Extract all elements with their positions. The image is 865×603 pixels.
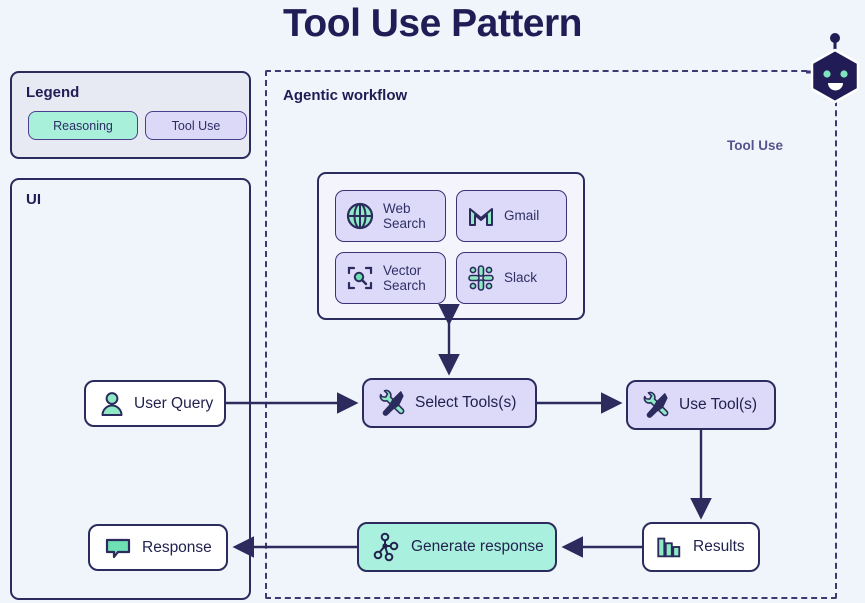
tool-label-line2: Search: [383, 278, 426, 293]
tools-panel: Web Search Gmail Vector Search: [317, 172, 585, 320]
tool-label-line1: Vector: [383, 262, 422, 278]
node-label: Results: [693, 538, 745, 555]
node-results[interactable]: Results: [642, 522, 760, 572]
tool-card-gmail[interactable]: Gmail: [456, 190, 567, 242]
user-icon: [101, 391, 123, 416]
chat-bubble-icon: [105, 538, 131, 558]
node-graph-icon: [373, 532, 399, 562]
tool-card-slack[interactable]: Slack: [456, 252, 567, 304]
bar-chart-icon: [657, 537, 681, 558]
page-title: Tool Use Pattern: [283, 2, 583, 45]
node-label: Select Tools(s): [415, 394, 517, 411]
node-label: Generate response: [411, 538, 544, 555]
tool-card-vector-search[interactable]: Vector Search: [335, 252, 446, 304]
agentic-workflow-title: Agentic workflow: [283, 87, 408, 104]
slack-icon: [468, 265, 494, 291]
tools-icon: [379, 389, 405, 416]
legend-chip-tool-use: Tool Use: [145, 111, 247, 140]
agentic-workflow-panel: [265, 70, 837, 599]
node-user-query[interactable]: User Query: [84, 380, 226, 427]
tool-label-line2: Search: [383, 216, 426, 231]
tool-card-label: Gmail: [504, 208, 540, 224]
legend-chip-reasoning: Reasoning: [28, 111, 138, 140]
tool-use-side-label: Tool Use: [727, 138, 784, 153]
gmail-icon: [469, 208, 493, 226]
node-label: User Query: [134, 394, 214, 412]
tool-card-label: Web Search: [383, 201, 426, 231]
tool-label-line1: Web: [383, 200, 411, 216]
node-label: Use Tool(s): [679, 396, 758, 413]
tool-card-label: Vector Search: [383, 263, 426, 293]
node-response[interactable]: Response: [88, 524, 228, 571]
ui-panel-title: UI: [26, 191, 41, 208]
tool-card-label: Slack: [504, 270, 538, 286]
node-label: Response: [142, 538, 212, 556]
node-use-tools[interactable]: Use Tool(s): [626, 380, 776, 430]
legend-title: Legend: [26, 84, 80, 101]
node-select-tools[interactable]: Select Tools(s): [362, 378, 537, 428]
tool-card-web-search[interactable]: Web Search: [335, 190, 446, 242]
legend-panel: Legend Reasoning Tool Use: [10, 71, 251, 159]
tools-icon: [643, 391, 669, 418]
globe-icon: [346, 202, 374, 230]
node-generate-response[interactable]: Generate response: [357, 522, 557, 572]
vector-search-icon: [347, 266, 373, 290]
